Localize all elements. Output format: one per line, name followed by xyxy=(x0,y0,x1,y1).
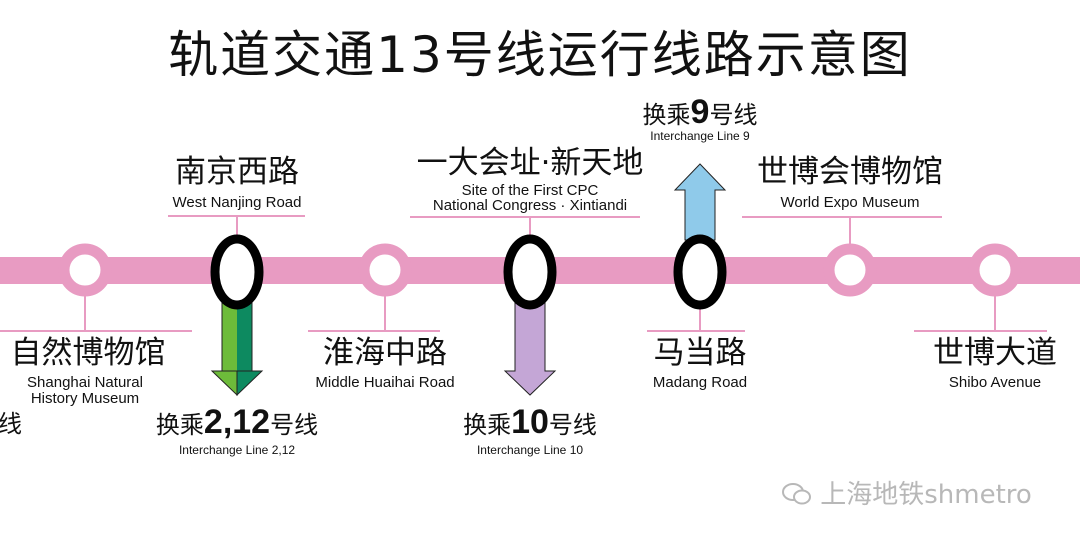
station-name-cn: 马当路 xyxy=(653,335,747,371)
station-name-en: Shibo Avenue xyxy=(948,374,1042,391)
wechat-icon xyxy=(782,482,812,506)
station-circle xyxy=(968,243,1022,297)
partial-label: 线 xyxy=(0,410,22,438)
station-name-en: World Expo Museum xyxy=(780,194,920,211)
station-name-cn: 淮海中路 xyxy=(323,335,447,371)
station-name-en: History Museum xyxy=(30,390,140,407)
station-circle xyxy=(358,243,412,297)
page-title: 轨道交通13号线运行线路示意图 xyxy=(168,26,912,84)
station-name-en: National Congress · Xintiandi xyxy=(432,197,628,214)
interchange-station xyxy=(503,234,557,310)
station-name-en: Middle Huaihai Road xyxy=(315,374,455,391)
interchange-label: 换乘2,12号线 xyxy=(155,403,319,441)
station-name-en: Madang Road xyxy=(652,374,748,391)
station-name-cn: 世博会博物馆 xyxy=(757,154,943,190)
station-name-cn: 南京西路 xyxy=(175,154,299,190)
arrow-line-2-12 xyxy=(210,300,264,397)
interchange-station xyxy=(673,234,727,310)
arrow-line-9 xyxy=(673,163,727,241)
station-name-en: Site of the First CPC xyxy=(461,182,599,199)
station-name-en: West Nanjing Road xyxy=(172,194,302,211)
interchange-label-en: Interchange Line 9 xyxy=(650,129,750,143)
interchange-label-en: Interchange Line 10 xyxy=(476,443,584,457)
interchange-label-en: Interchange Line 2,12 xyxy=(178,443,296,457)
arrow-line-10 xyxy=(503,299,557,396)
station-name-cn: 自然博物馆 xyxy=(10,335,166,371)
station-circle xyxy=(58,243,112,297)
interchange-label: 换乘9号线 xyxy=(642,93,758,131)
interchange-station xyxy=(210,234,264,310)
station-name-en: Shanghai Natural xyxy=(27,374,143,391)
station-circle xyxy=(823,243,877,297)
watermark: 上海地铁shmetro xyxy=(782,474,1032,511)
interchange-label: 换乘10号线 xyxy=(463,403,597,441)
station-name-cn: 世博大道 xyxy=(933,335,1057,371)
station-name-cn: 一大会址·新天地 xyxy=(416,145,644,181)
